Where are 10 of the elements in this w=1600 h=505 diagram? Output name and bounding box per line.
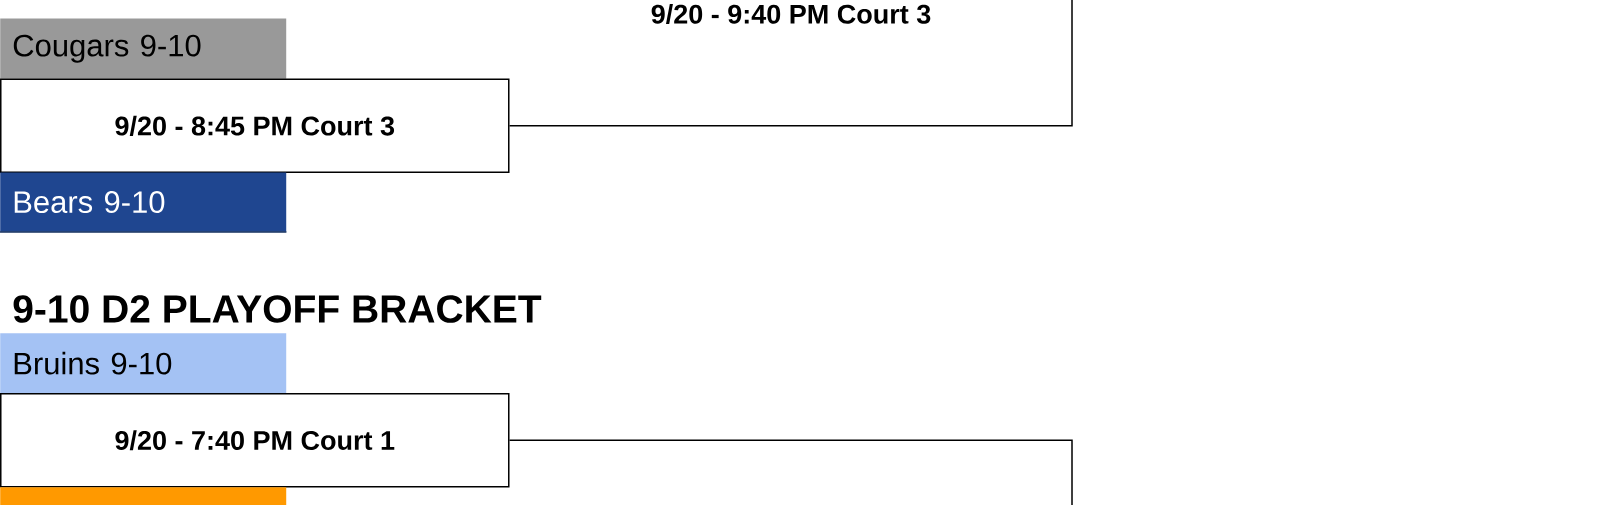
team-box: Bears 9-10	[0, 172, 288, 233]
game-box: 9/20 - 8:45 PM Court 3	[0, 78, 510, 174]
bracket-line	[508, 0, 1073, 127]
bracket-line	[508, 439, 1073, 505]
game-box: 9/20 - 7:40 PM Court 1	[0, 393, 510, 488]
game-time-text: 9/20 - 9:40 PM Court 3	[651, 3, 931, 25]
bracket-title: 9-10 D2 PLAYOFF BRACKET	[13, 295, 542, 323]
team-box: Cougars 9-10	[0, 18, 287, 79]
team-box: Bruins 9-10	[0, 333, 287, 394]
team-box	[0, 487, 287, 505]
